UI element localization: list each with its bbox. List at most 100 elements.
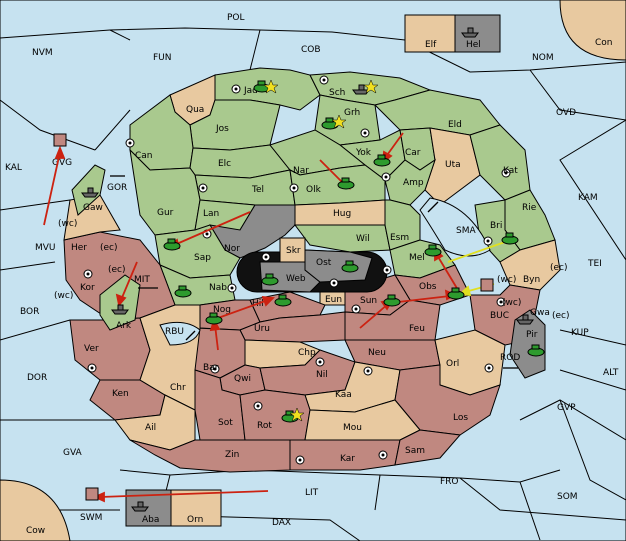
region-wil[interactable] — [294, 224, 391, 253]
army-units — [163, 80, 545, 423]
label-cow: Cow — [26, 526, 45, 536]
label-her: Her — [71, 243, 87, 253]
label-jad: Jad — [243, 86, 258, 96]
army-bri — [501, 232, 519, 245]
label-cob: COB — [301, 45, 321, 55]
label-lan: Lan — [203, 209, 219, 219]
label-nvm: NVM — [32, 48, 53, 58]
label-pol: POL — [227, 13, 245, 23]
label-fro: FRO — [440, 477, 459, 487]
army-olk — [337, 177, 355, 190]
label-nog: Nog — [213, 305, 231, 315]
coast-gwa-ec: (ec) — [552, 311, 570, 321]
army-obs — [447, 287, 465, 300]
label-fun: FUN — [153, 53, 172, 63]
region-sam[interactable] — [394, 429, 461, 466]
army-mel — [424, 244, 442, 257]
label-feu: Feu — [409, 324, 425, 334]
label-ovd: OVD — [556, 108, 576, 118]
label-gvg: GVG — [52, 158, 72, 168]
label-sap: Sap — [194, 253, 211, 263]
label-orn: Orn — [187, 515, 203, 525]
label-obs: Obs — [419, 282, 437, 292]
label-gur: Gur — [157, 208, 174, 218]
label-swm: SWM — [80, 513, 102, 523]
label-dor: DOR — [27, 373, 47, 383]
label-nom: NOM — [532, 53, 554, 63]
label-orl: Orl — [446, 359, 459, 369]
label-uta: Uta — [445, 160, 461, 170]
label-pir: Pir — [526, 330, 538, 340]
army-nog — [205, 312, 223, 325]
label-nor: Nor — [224, 244, 240, 254]
label-rod: ROD — [500, 353, 520, 363]
label-nab: Nab — [209, 283, 227, 293]
sea-boundaries — [0, 27, 626, 541]
coast-byn-wc: (wc) — [497, 275, 516, 285]
fleet-swm — [85, 487, 99, 501]
label-kar: Kar — [340, 454, 355, 464]
label-rot: Rot — [257, 421, 272, 431]
land-labels: Jad Sch Qua Jos Grh Eld Can Yok Car Elc … — [71, 40, 550, 525]
label-som: SOM — [557, 492, 578, 502]
coast-byn-ec: (ec) — [550, 263, 568, 273]
label-dax: DAX — [272, 518, 291, 528]
region-pir[interactable] — [509, 309, 546, 379]
label-nar: Nar — [293, 166, 309, 176]
label-mou: Mou — [343, 423, 362, 433]
label-bar: Bar — [203, 363, 219, 373]
label-byn: Byn — [523, 275, 540, 285]
label-hel: Hel — [466, 40, 481, 50]
label-eld: Eld — [448, 120, 462, 130]
coast-mvu-wc: (wc) — [58, 219, 77, 229]
label-sam: Sam — [405, 446, 425, 456]
label-ark: Ark — [116, 321, 132, 331]
label-gaw: Gaw — [83, 203, 103, 213]
label-gwa: Gwa — [530, 308, 550, 318]
label-chr: Chr — [170, 383, 186, 393]
region-orn — [170, 489, 222, 527]
region-ost-top — [304, 249, 373, 283]
label-con: Con — [595, 38, 613, 48]
army-pir — [527, 344, 545, 357]
sea-labels: POL NVM FUN COB NOM OVD KAL GOR MVU KAM … — [5, 13, 619, 536]
label-rie: Rie — [522, 203, 537, 213]
fleet-gaw — [81, 187, 99, 198]
label-mel: Mel — [409, 253, 425, 263]
label-sma: SMA — [456, 226, 476, 236]
army-sap — [163, 238, 181, 251]
label-tel: Tel — [251, 185, 264, 195]
label-gva: GVA — [63, 448, 83, 458]
label-sun: Sun — [360, 296, 377, 306]
label-esm: Esm — [390, 233, 409, 243]
coast-her-ec: (ec) — [100, 243, 118, 253]
fleet-hel — [461, 27, 479, 38]
label-zin: Zin — [225, 450, 239, 460]
label-mit: MIT — [134, 275, 150, 285]
region-esm[interactable] — [384, 199, 421, 251]
label-bri: Bri — [490, 221, 502, 231]
label-hug: Hug — [333, 209, 351, 219]
label-kat: Kat — [503, 166, 518, 176]
label-bor: BOR — [20, 307, 39, 317]
army-nor — [261, 273, 279, 286]
label-web: Web — [286, 274, 306, 284]
label-mvu: MVU — [35, 243, 56, 253]
canal-markers — [110, 175, 518, 369]
label-ver: Ver — [84, 344, 99, 354]
label-kor: Kor — [80, 283, 95, 293]
label-ost: Ost — [316, 258, 332, 268]
label-wil: Wil — [356, 234, 370, 244]
coast-kor-wc: (wc) — [54, 291, 73, 301]
fleet-buc — [480, 278, 494, 292]
sma-sea — [419, 197, 491, 257]
label-nil: Nil — [316, 370, 328, 380]
label-eun: Eun — [325, 295, 342, 305]
army-nab — [174, 285, 192, 298]
fleet-ark — [111, 304, 129, 315]
label-los: Los — [453, 413, 468, 423]
label-ken: Ken — [112, 389, 129, 399]
label-ail: Ail — [145, 423, 156, 433]
label-alt: ALT — [603, 368, 619, 378]
label-grh: Grh — [344, 108, 360, 118]
